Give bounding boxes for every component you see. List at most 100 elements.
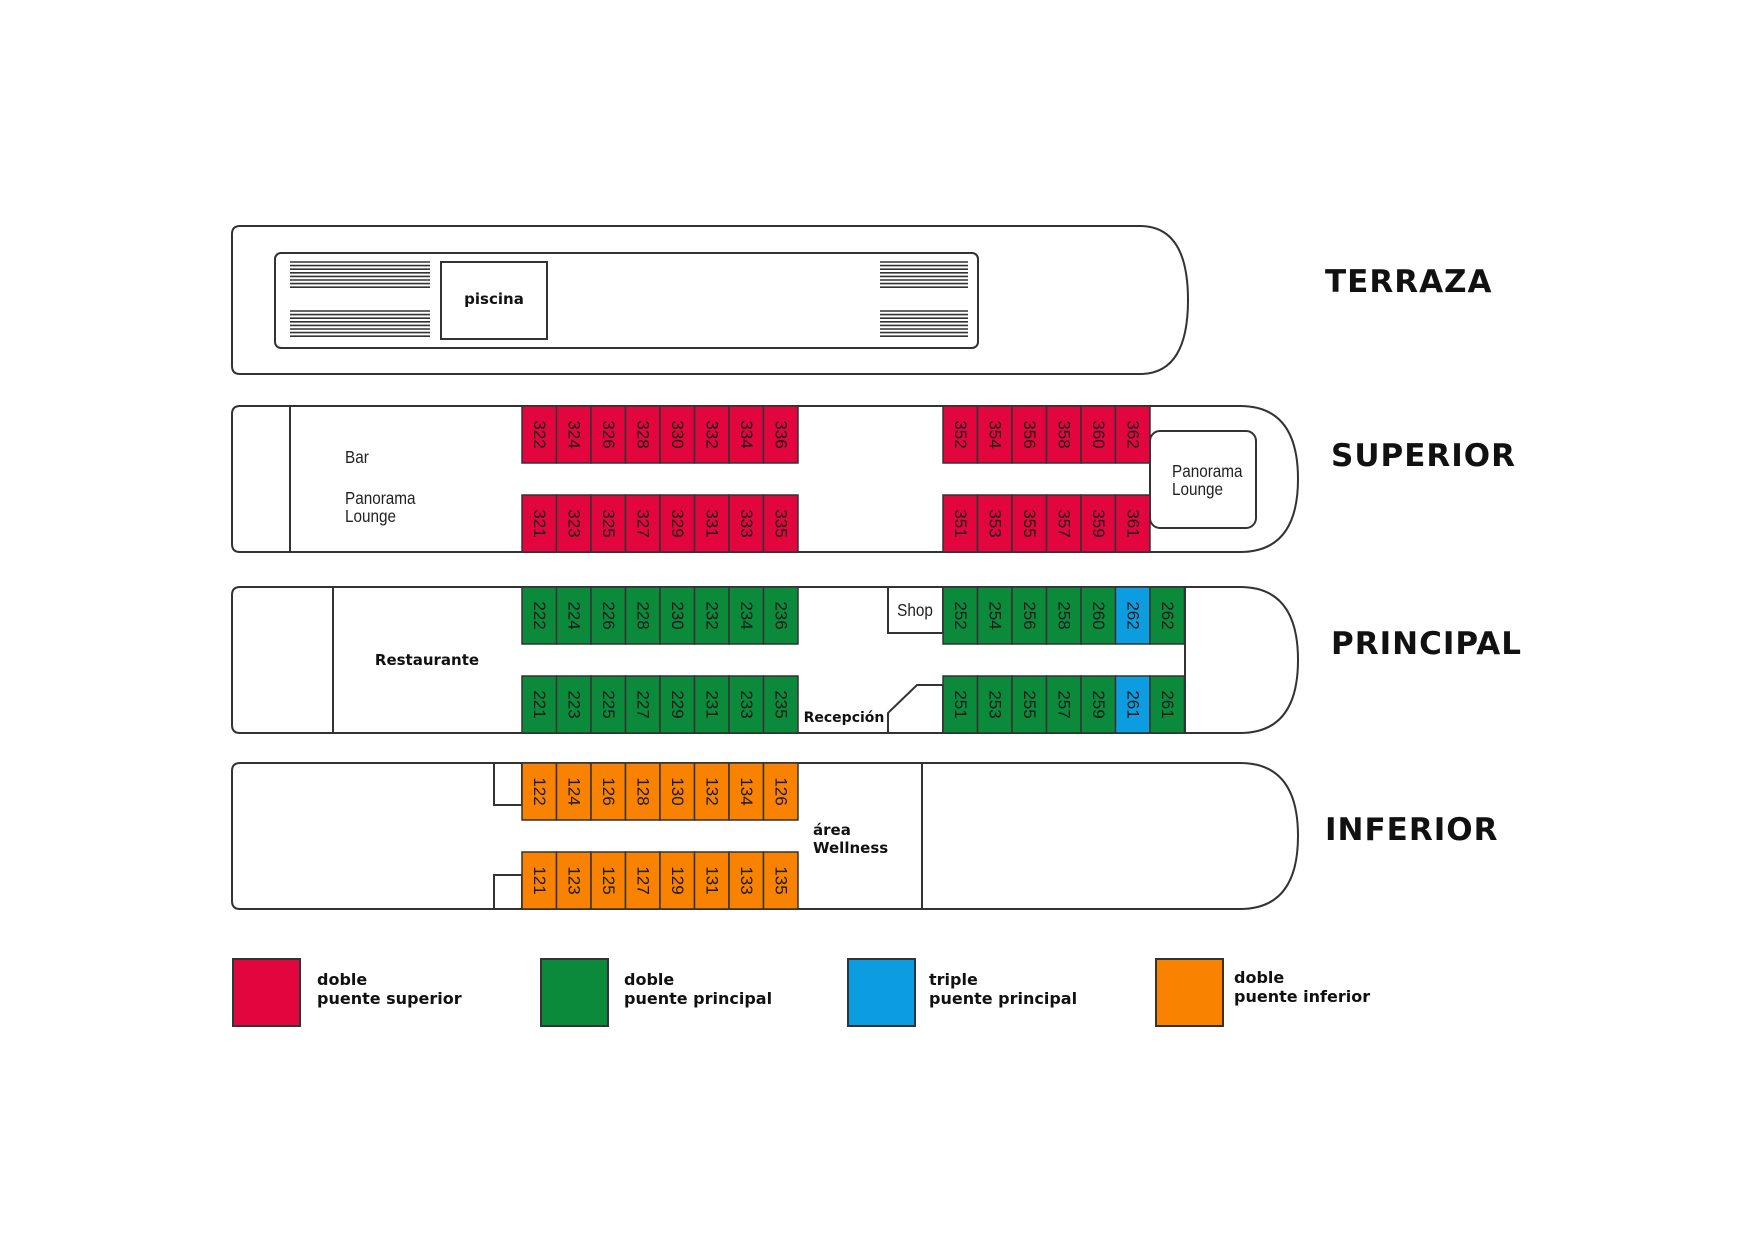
cabin-box[interactable] <box>555 405 592 464</box>
cabin-box[interactable] <box>693 762 730 821</box>
cabin-362[interactable]: 362 <box>1114 405 1151 464</box>
cabin-253[interactable]: 253 <box>976 675 1013 734</box>
cabin-box[interactable] <box>762 586 799 645</box>
cabin-222[interactable]: 222 <box>521 586 558 645</box>
cabin-327[interactable]: 327 <box>624 494 661 553</box>
cabin-126[interactable]: 126 <box>590 762 627 821</box>
cabin-259[interactable]: 259 <box>1080 675 1117 734</box>
cabin-261[interactable]: 261 <box>1149 675 1186 734</box>
cabin-254[interactable]: 254 <box>976 586 1013 645</box>
cabin-box[interactable] <box>1080 586 1117 645</box>
cabin-box[interactable] <box>762 675 799 734</box>
cabin-232[interactable]: 232 <box>693 586 730 645</box>
cabin-124[interactable]: 124 <box>555 762 592 821</box>
cabin-123[interactable]: 123 <box>555 851 592 910</box>
cabin-225[interactable]: 225 <box>590 675 627 734</box>
cabin-box[interactable] <box>728 586 765 645</box>
cabin-box[interactable] <box>728 851 765 910</box>
cabin-235[interactable]: 235 <box>762 675 799 734</box>
cabin-234[interactable]: 234 <box>728 586 765 645</box>
cabin-326[interactable]: 326 <box>590 405 627 464</box>
cabin-box[interactable] <box>693 675 730 734</box>
cabin-box[interactable] <box>728 405 765 464</box>
cabin-box[interactable] <box>762 494 799 553</box>
cabin-135[interactable]: 135 <box>762 851 799 910</box>
cabin-128[interactable]: 128 <box>624 762 661 821</box>
cabin-box[interactable] <box>659 405 696 464</box>
shop-room[interactable] <box>887 586 944 634</box>
cabin-box[interactable] <box>555 494 592 553</box>
cabin-257[interactable]: 257 <box>1045 675 1082 734</box>
cabin-box[interactable] <box>1045 405 1082 464</box>
cabin-230[interactable]: 230 <box>659 586 696 645</box>
cabin-131[interactable]: 131 <box>693 851 730 910</box>
cabin-336[interactable]: 336 <box>762 405 799 464</box>
cabin-box[interactable] <box>762 851 799 910</box>
cabin-252[interactable]: 252 <box>942 586 979 645</box>
cabin-357[interactable]: 357 <box>1045 494 1082 553</box>
cabin-133[interactable]: 133 <box>728 851 765 910</box>
cabin-box[interactable] <box>624 675 661 734</box>
cabin-359[interactable]: 359 <box>1080 494 1117 553</box>
cabin-box[interactable] <box>976 405 1013 464</box>
cabin-box[interactable] <box>762 762 799 821</box>
cabin-358[interactable]: 358 <box>1045 405 1082 464</box>
cabin-121[interactable]: 121 <box>521 851 558 910</box>
cabin-box[interactable] <box>624 494 661 553</box>
cabin-126[interactable]: 126 <box>762 762 799 821</box>
cabin-321[interactable]: 321 <box>521 494 558 553</box>
cabin-261[interactable]: 261 <box>1114 675 1151 734</box>
cabin-328[interactable]: 328 <box>624 405 661 464</box>
cabin-324[interactable]: 324 <box>555 405 592 464</box>
cabin-box[interactable] <box>590 405 627 464</box>
cabin-box[interactable] <box>555 675 592 734</box>
cabin-256[interactable]: 256 <box>1011 586 1048 645</box>
cabin-box[interactable] <box>762 405 799 464</box>
cabin-box[interactable] <box>728 494 765 553</box>
cabin-258[interactable]: 258 <box>1045 586 1082 645</box>
cabin-226[interactable]: 226 <box>590 586 627 645</box>
cabin-box[interactable] <box>521 586 558 645</box>
cabin-box[interactable] <box>1114 494 1151 553</box>
cabin-233[interactable]: 233 <box>728 675 765 734</box>
cabin-box[interactable] <box>659 851 696 910</box>
cabin-box[interactable] <box>590 675 627 734</box>
cabin-229[interactable]: 229 <box>659 675 696 734</box>
cabin-box[interactable] <box>624 586 661 645</box>
cabin-262[interactable]: 262 <box>1149 586 1186 645</box>
cabin-box[interactable] <box>659 494 696 553</box>
cabin-331[interactable]: 331 <box>693 494 730 553</box>
cabin-box[interactable] <box>1080 675 1117 734</box>
cabin-122[interactable]: 122 <box>521 762 558 821</box>
cabin-325[interactable]: 325 <box>590 494 627 553</box>
cabin-box[interactable] <box>521 494 558 553</box>
cabin-335[interactable]: 335 <box>762 494 799 553</box>
cabin-353[interactable]: 353 <box>976 494 1013 553</box>
cabin-360[interactable]: 360 <box>1080 405 1117 464</box>
cabin-329[interactable]: 329 <box>659 494 696 553</box>
cabin-box[interactable] <box>555 762 592 821</box>
cabin-box[interactable] <box>693 494 730 553</box>
cabin-box[interactable] <box>693 586 730 645</box>
cabin-130[interactable]: 130 <box>659 762 696 821</box>
cabin-334[interactable]: 334 <box>728 405 765 464</box>
cabin-box[interactable] <box>555 586 592 645</box>
cabin-356[interactable]: 356 <box>1011 405 1048 464</box>
cabin-330[interactable]: 330 <box>659 405 696 464</box>
cabin-223[interactable]: 223 <box>555 675 592 734</box>
cabin-231[interactable]: 231 <box>693 675 730 734</box>
cabin-box[interactable] <box>590 494 627 553</box>
cabin-352[interactable]: 352 <box>942 405 979 464</box>
cabin-box[interactable] <box>1011 675 1048 734</box>
cabin-box[interactable] <box>590 851 627 910</box>
cabin-323[interactable]: 323 <box>555 494 592 553</box>
cabin-134[interactable]: 134 <box>728 762 765 821</box>
cabin-box[interactable] <box>693 851 730 910</box>
cabin-224[interactable]: 224 <box>555 586 592 645</box>
cabin-box[interactable] <box>1045 586 1082 645</box>
cabin-227[interactable]: 227 <box>624 675 661 734</box>
cabin-box[interactable] <box>590 586 627 645</box>
cabin-132[interactable]: 132 <box>693 762 730 821</box>
cabin-box[interactable] <box>624 405 661 464</box>
cabin-box[interactable] <box>1149 675 1186 734</box>
